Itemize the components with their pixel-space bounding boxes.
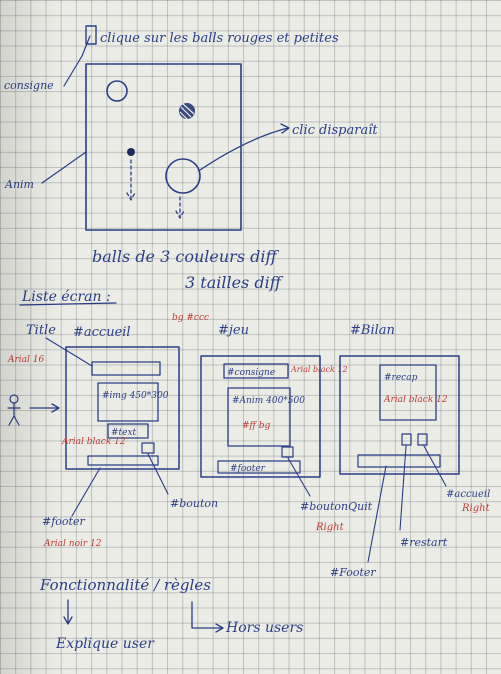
bilan-restart-pointer <box>399 445 407 531</box>
ball-outline <box>106 80 128 102</box>
anim-label: Anim <box>4 178 34 191</box>
jeu-button-label: #boutonQuit <box>300 500 373 513</box>
accueil-text-box <box>107 423 149 439</box>
accueil-footer-font: Arial noir 12 <box>43 539 102 549</box>
jeu-anim-label: #Anim 400*500 <box>232 396 305 406</box>
rules-line: Fonctionnalité / règles <box>39 576 211 594</box>
bilan-footer-label: #Footer <box>330 566 376 579</box>
game-wireframe: clique sur les balls rouges et petites c… <box>4 25 378 292</box>
ball-hatched <box>179 103 195 119</box>
bilan-accueil-box <box>417 433 428 446</box>
consigne-pointer <box>63 35 91 87</box>
accueil-img-box <box>97 382 159 422</box>
accueil-button-label: #bouton <box>170 497 218 510</box>
accueil-title-bar <box>91 361 161 376</box>
jeu-consigne-label: #consigne <box>227 368 275 378</box>
accueil-text-label: #text <box>111 428 137 438</box>
caption-line-1: balls de 3 couleurs diff <box>92 247 279 266</box>
title-pointer <box>45 337 93 367</box>
person-head-icon <box>9 394 19 404</box>
title-label: Title <box>26 323 56 338</box>
ball-small-filled <box>127 148 135 156</box>
accueil-button-box <box>141 442 155 454</box>
jeu-footer-bar <box>217 460 301 474</box>
bilan-accueil-note: Right <box>461 503 491 514</box>
jeu-button-note: Right <box>315 522 345 533</box>
ball-hatch-lines <box>179 103 195 121</box>
accueil-bg-note: bg #ccc <box>172 313 209 323</box>
footer-pointer <box>71 467 101 517</box>
click-label: clic disparaît <box>292 123 378 138</box>
jeu-frame <box>200 355 321 478</box>
bilan-recap-font: Arial black 12 <box>383 395 448 405</box>
screen-bilan: #Bilan #recap Arial black 12 #accueil Ri… <box>330 323 491 579</box>
bilan-footer-bar <box>357 454 441 468</box>
bilan-recap-box <box>379 364 437 421</box>
accueil-text-font: Arial black 12 <box>61 437 126 447</box>
bilan-frame <box>339 355 460 475</box>
ball-fall-arrow <box>126 159 136 201</box>
bilan-accueil-label: #accueil <box>446 489 490 500</box>
game-area-box <box>85 63 242 231</box>
accueil-img-label: #img 450*300 <box>102 391 169 401</box>
jeu-anim-bg: #ff bg <box>242 421 271 431</box>
ball-large <box>165 158 201 194</box>
bilan-footer-pointer <box>367 465 387 563</box>
rules-right-label: Hors users <box>225 620 303 636</box>
click-pointer <box>199 123 290 171</box>
button-pointer <box>147 453 169 495</box>
jeu-anim-box <box>227 387 291 447</box>
list-title-underline <box>19 302 117 306</box>
title-font: Arial 16 <box>7 355 45 365</box>
jeu-footer-label: #footer <box>230 464 266 474</box>
bilan-accueil-pointer <box>423 445 447 487</box>
caption-line-2: 3 tailles diff <box>185 273 284 292</box>
accueil-frame <box>65 346 180 470</box>
rules-right-arrow <box>191 601 224 633</box>
jeu-button-box <box>281 446 294 458</box>
screen-accueil: #accueil bg #ccc Title Arial 16 #img 450… <box>7 313 218 549</box>
jeu-consigne-box <box>223 363 289 379</box>
screen-jeu-id: #jeu <box>218 323 249 338</box>
entry-arrow <box>29 403 60 413</box>
quit-pointer <box>287 457 311 497</box>
rules-notes: Fonctionnalité / règles Explique user Ho… <box>39 576 303 652</box>
rules-left-label: Explique user <box>55 636 155 652</box>
bilan-recap-label: #recap <box>384 373 418 383</box>
instruction-text: clique sur les balls rouges et petites <box>100 31 339 46</box>
screen-jeu: #jeu #consigne Arial black 12 #Anim 400*… <box>200 323 373 533</box>
ball-large-arrow <box>175 196 185 219</box>
screen-bilan-id: #Bilan <box>350 323 395 338</box>
instruction-box <box>85 25 97 45</box>
bilan-restart-label: #restart <box>400 536 448 549</box>
list-title: Liste écran : <box>21 289 111 305</box>
bilan-restart-box <box>401 433 412 446</box>
accueil-footer-label: #footer <box>42 515 85 528</box>
person-icon <box>7 402 21 426</box>
rules-left-arrow <box>63 599 73 625</box>
accueil-footer-bar <box>87 455 159 466</box>
consigne-label: consigne <box>4 79 54 92</box>
anim-pointer <box>41 151 87 184</box>
screen-accueil-id: #accueil <box>73 325 131 340</box>
jeu-consigne-font: Arial black 12 <box>290 365 348 374</box>
